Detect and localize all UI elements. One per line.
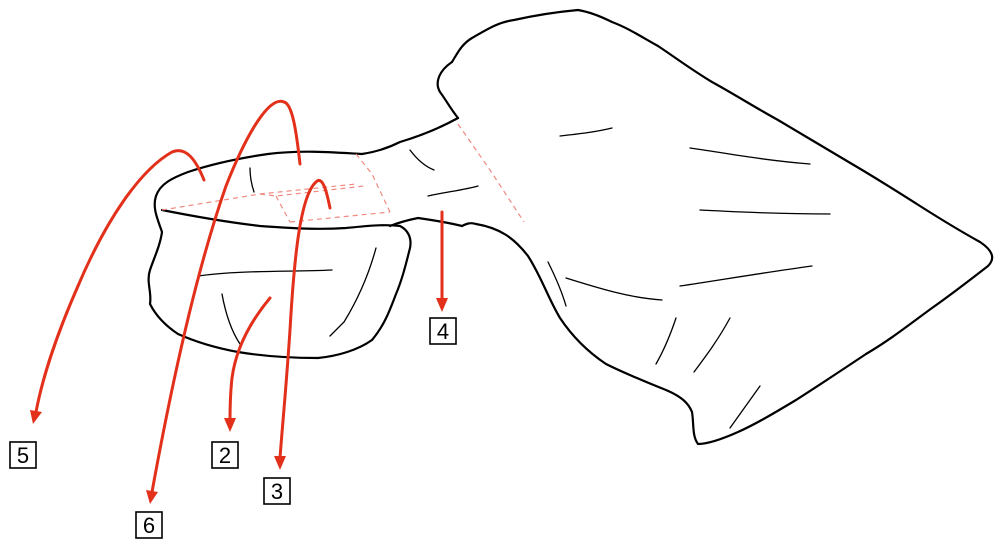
dashed-guide [259, 185, 365, 197]
svg-text:6: 6 [143, 513, 155, 538]
arrowhead [436, 298, 448, 312]
crease-line [729, 385, 761, 429]
neck-lower-outline [388, 216, 464, 228]
arrow-to-label-2 [228, 296, 272, 422]
dashed-guide [289, 211, 391, 223]
crease-line [565, 277, 663, 301]
svg-text:5: 5 [17, 443, 29, 468]
crease-line [689, 147, 811, 165]
arrow-to-label-6 [150, 99, 302, 494]
crease-line [427, 185, 479, 197]
dashed-guide [275, 195, 291, 223]
dashed-guide [355, 153, 391, 213]
crease-line [249, 167, 255, 193]
label-4: 4 [429, 317, 457, 345]
crease-line [197, 269, 333, 277]
dashed-guide [457, 123, 525, 223]
crease-line [329, 247, 377, 337]
label-6: 6 [135, 511, 163, 539]
crease-line [221, 293, 241, 345]
cup-outline [147, 150, 412, 360]
arrowhead [146, 490, 158, 504]
crease-line [655, 317, 677, 365]
label-3: 3 [263, 477, 291, 505]
svg-text:4: 4 [437, 319, 449, 344]
label-5: 5 [9, 441, 37, 469]
arrow-to-label-5 [34, 149, 206, 414]
neck-upper-outline [360, 116, 460, 156]
crease-line [693, 317, 731, 373]
arrowhead [274, 456, 286, 470]
svg-text:2: 2 [219, 443, 231, 468]
crease-line [679, 265, 813, 287]
svg-text:3: 3 [271, 479, 283, 504]
label-2: 2 [211, 441, 239, 469]
arrowhead [224, 418, 236, 432]
crease-line [559, 127, 613, 137]
crease-line [699, 209, 831, 215]
arrow-to-label-3 [278, 179, 332, 460]
arrowhead [30, 410, 42, 424]
crease-line [547, 261, 567, 307]
right-sheet-outline [436, 8, 994, 446]
crease-line [409, 149, 435, 171]
